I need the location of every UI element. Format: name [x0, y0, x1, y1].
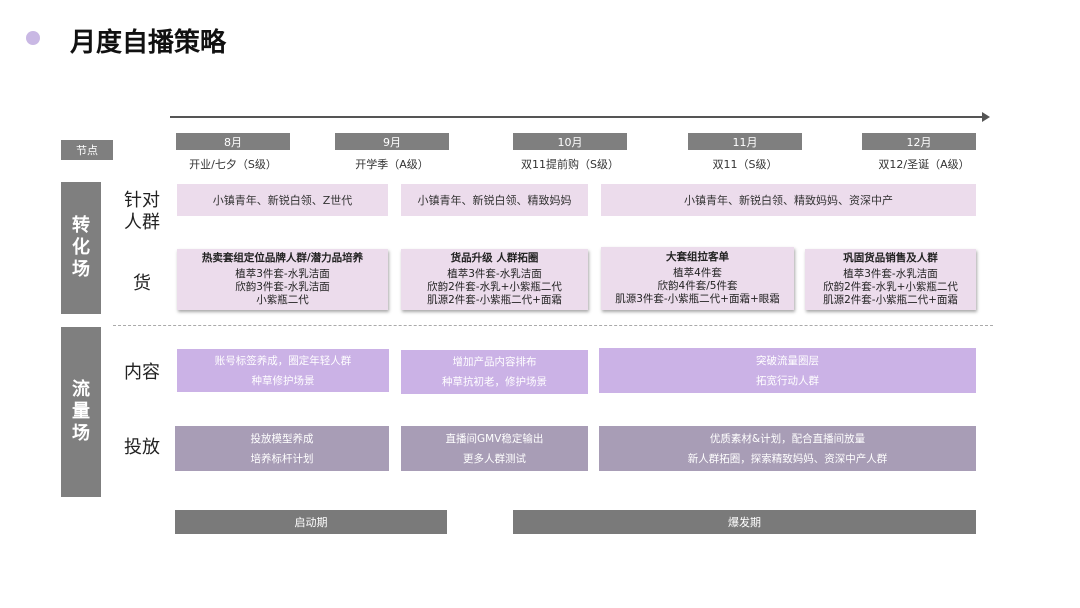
period-dec: 双12/圣诞（A级）	[878, 158, 970, 171]
crowd-row-label: 针对人群	[124, 190, 160, 233]
month-tab-dec: 12月	[862, 133, 976, 150]
content-line: 种草抗初老，修护场景	[442, 376, 547, 388]
phase-launch: 启动期	[175, 510, 447, 534]
goods-title: 大套组拉客单	[666, 251, 729, 263]
content-row-label: 内容	[124, 362, 160, 383]
goods-line: 欣韵4件套/5件套	[657, 280, 738, 292]
title-bullet-dot	[26, 31, 40, 45]
content-box-3: 突破流量圈层 拓宽行动人群	[599, 348, 976, 393]
content-box-1: 账号标签养成，圈定年轻人群 种草修护场景	[177, 349, 389, 392]
goods-line: 植萃3件套-水乳洁面	[843, 268, 938, 280]
goods-box-4: 巩固货品销售及人群 植萃3件套-水乳洁面 欣韵2件套-水乳+小紫瓶二代 肌源2件…	[805, 249, 976, 310]
ads-box-2: 直播间GMV稳定输出 更多人群测试	[401, 426, 588, 471]
content-line: 拓宽行动人群	[756, 374, 819, 387]
period-sep: 开学季（A级）	[355, 158, 429, 171]
goods-box-1: 热卖套组定位品牌人群/潜力品培养 植萃3件套-水乳洁面 欣韵3件套-水乳洁面 小…	[177, 249, 388, 310]
goods-line: 肌源2件套-小紫瓶二代+面霜	[427, 294, 562, 306]
ads-line: 更多人群测试	[463, 452, 526, 465]
goods-line: 植萃3件套-水乳洁面	[447, 268, 542, 280]
goods-line: 植萃4件套	[673, 267, 722, 279]
ads-line: 投放模型养成	[250, 432, 314, 445]
content-line: 突破流量圈层	[756, 354, 819, 367]
ads-line: 培养标杆计划	[250, 452, 314, 465]
crowd-box-1: 小镇青年、新锐白领、Z世代	[177, 184, 388, 216]
content-line: 账号标签养成，圈定年轻人群	[214, 354, 352, 367]
goods-line: 植萃3件套-水乳洁面	[235, 268, 330, 280]
period-nov: 双11（S级）	[712, 158, 778, 171]
content-line: 增加产品内容排布	[452, 356, 537, 368]
goods-box-2: 货品升级 人群拓圈 植萃3件套-水乳洁面 欣韵2件套-水乳+小紫瓶二代 肌源2件…	[401, 249, 588, 310]
goods-line: 肌源2件套-小紫瓶二代+面霜	[823, 294, 958, 306]
goods-box-3: 大套组拉客单 植萃4件套 欣韵4件套/5件套 肌源3件套-小紫瓶二代+面霜+眼霜	[601, 247, 794, 310]
month-tab-aug: 8月	[176, 133, 290, 150]
phase-burst: 爆发期	[513, 510, 976, 534]
node-label: 节点	[61, 140, 113, 160]
goods-row-label: 货	[133, 273, 151, 294]
month-tab-nov: 11月	[688, 133, 802, 150]
crowd-box-3: 小镇青年、新锐白领、精致妈妈、资深中产	[601, 184, 976, 216]
goods-title: 巩固货品销售及人群	[843, 252, 938, 264]
content-line: 种草修护场景	[251, 374, 315, 387]
month-tab-oct: 10月	[513, 133, 627, 150]
goods-line: 小紫瓶二代	[256, 294, 309, 306]
month-tab-sep: 9月	[335, 133, 449, 150]
ads-row-label: 投放	[124, 437, 160, 458]
traffic-field-label: 流量场	[61, 327, 101, 497]
goods-line: 欣韵3件套-水乳洁面	[235, 281, 330, 293]
period-oct: 双11提前购（S级）	[521, 158, 619, 171]
goods-line: 欣韵2件套-水乳+小紫瓶二代	[427, 281, 562, 293]
timeline-axis	[170, 116, 982, 118]
page-title: 月度自播策略	[70, 28, 227, 58]
ads-line: 直播间GMV稳定输出	[445, 432, 544, 445]
ads-line: 优质素材&计划，配合直播间放量	[709, 432, 866, 445]
timeline-arrow-icon	[982, 112, 990, 122]
goods-line: 欣韵2件套-水乳+小紫瓶二代	[823, 281, 958, 293]
conversion-field-label: 转化场	[61, 182, 101, 314]
ads-box-3: 优质素材&计划，配合直播间放量 新人群拓圈，探索精致妈妈、资深中产人群	[599, 426, 976, 471]
period-aug: 开业/七夕（S级）	[189, 158, 277, 171]
section-divider	[113, 325, 993, 326]
ads-box-1: 投放模型养成 培养标杆计划	[175, 426, 389, 471]
goods-line: 肌源3件套-小紫瓶二代+面霜+眼霜	[615, 293, 780, 305]
goods-title: 热卖套组定位品牌人群/潜力品培养	[201, 252, 364, 264]
goods-title: 货品升级 人群拓圈	[450, 252, 539, 264]
crowd-box-2: 小镇青年、新锐白领、精致妈妈	[401, 184, 588, 216]
ads-line: 新人群拓圈，探索精致妈妈、资深中产人群	[687, 452, 888, 465]
content-box-2: 增加产品内容排布 种草抗初老，修护场景	[401, 350, 588, 394]
